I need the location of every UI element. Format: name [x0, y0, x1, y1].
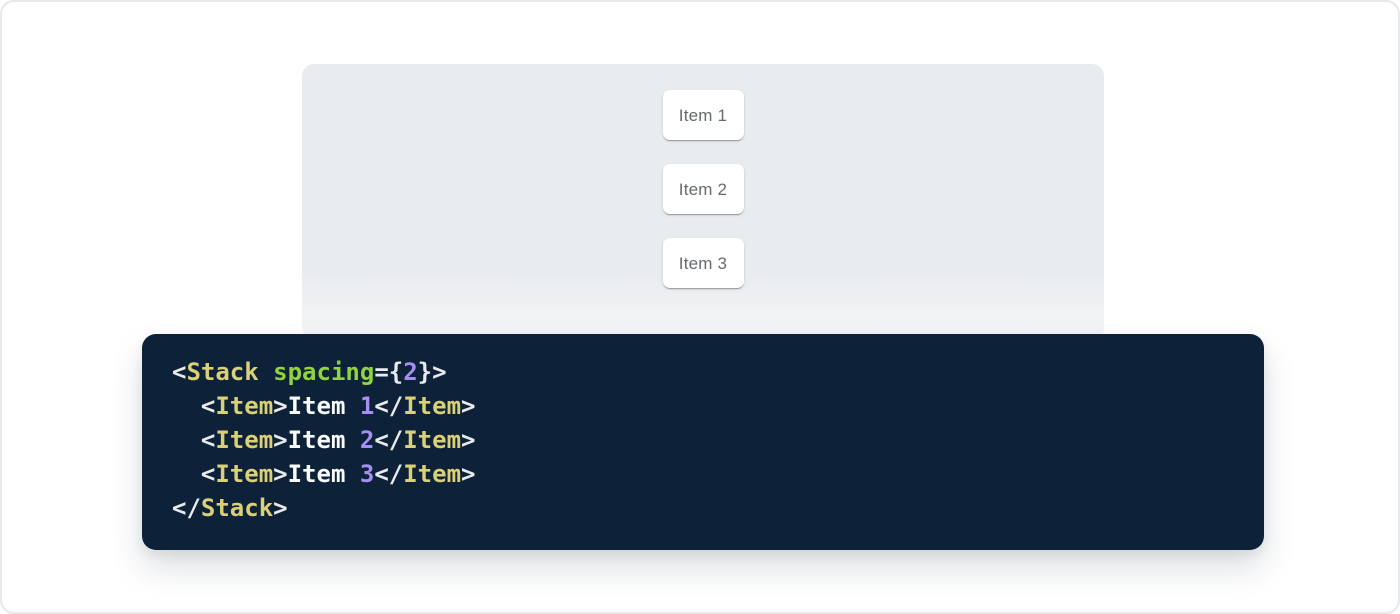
- code-line: <Item>Item 1</Item>: [172, 389, 1234, 423]
- code-token-tag: Item: [215, 426, 274, 454]
- code-token-tag: Stack: [186, 358, 259, 386]
- code-token-plain: [172, 460, 201, 488]
- code-token-plain: [172, 392, 201, 420]
- code-token-punctuation: >: [461, 426, 476, 454]
- code-token-punctuation: >: [461, 460, 476, 488]
- code-token-punctuation: <: [200, 426, 216, 454]
- code-token-punctuation: </: [374, 426, 404, 454]
- code-token-number: 2: [359, 426, 375, 454]
- code-token-punctuation: ={: [374, 358, 404, 386]
- item-label: Item 2: [678, 179, 728, 199]
- item-card: Item 3: [662, 238, 744, 288]
- code-token-tag: Item: [215, 460, 274, 488]
- code-token-number: 3: [359, 460, 375, 488]
- stack-demo: Item 1 Item 2 Item 3: [302, 90, 1104, 288]
- code-token-punctuation: </: [374, 392, 404, 420]
- code-token-punctuation: </: [374, 460, 404, 488]
- code-line: </Stack>: [172, 491, 1234, 525]
- code-token-plain: [259, 358, 273, 386]
- code-content: <Stack spacing={2}> <Item>Item 1</Item> …: [172, 355, 1234, 525]
- code-token-tag: Stack: [200, 494, 274, 522]
- code-line: <Item>Item 2</Item>: [172, 423, 1234, 457]
- code-token-punctuation: <: [172, 358, 187, 386]
- code-token-punctuation: <: [200, 460, 216, 488]
- code-token-tag: Item: [403, 460, 462, 488]
- code-token-punctuation: }>: [417, 358, 447, 386]
- item-card: Item 2: [662, 164, 744, 214]
- code-token-punctuation: >: [273, 392, 288, 420]
- code-token-punctuation: >: [461, 392, 476, 420]
- code-token-plain: [172, 426, 201, 454]
- code-token-tag: Item: [403, 392, 462, 420]
- code-token-punctuation: >: [273, 426, 288, 454]
- code-token-number: 2: [403, 358, 418, 386]
- demo-panel: Item 1 Item 2 Item 3: [302, 64, 1104, 340]
- code-block: <Stack spacing={2}> <Item>Item 1</Item> …: [142, 334, 1264, 550]
- code-token-punctuation: >: [273, 460, 288, 488]
- code-token-tag: Item: [403, 426, 462, 454]
- code-line: <Item>Item 3</Item>: [172, 457, 1234, 491]
- code-token-punctuation: </: [172, 494, 201, 522]
- code-token-plain: Item: [287, 426, 360, 454]
- code-token-tag: Item: [215, 392, 274, 420]
- code-token-plain: Item: [287, 392, 360, 420]
- code-token-attr_name: spacing: [273, 358, 375, 386]
- code-token-punctuation: <: [200, 392, 216, 420]
- item-card: Item 1: [662, 90, 744, 140]
- code-line: <Stack spacing={2}>: [172, 355, 1234, 389]
- item-label: Item 3: [678, 253, 728, 273]
- code-token-number: 1: [359, 392, 375, 420]
- code-token-plain: Item: [287, 460, 360, 488]
- item-label: Item 1: [678, 105, 728, 125]
- code-token-punctuation: >: [273, 494, 288, 522]
